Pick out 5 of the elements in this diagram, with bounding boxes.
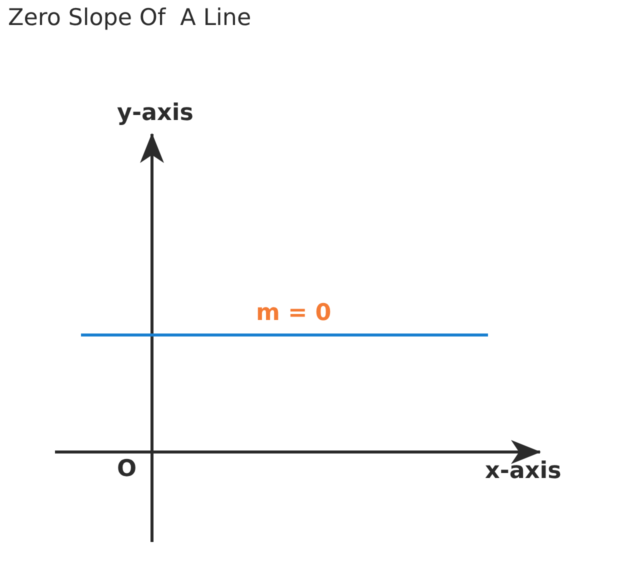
slope-label: m = 0 bbox=[256, 300, 332, 326]
axis-label: x-axis bbox=[485, 458, 562, 484]
axis-label: y-axis bbox=[117, 100, 194, 126]
title: Zero Slope Of A Line bbox=[8, 5, 252, 33]
origin-label: O bbox=[117, 456, 137, 482]
